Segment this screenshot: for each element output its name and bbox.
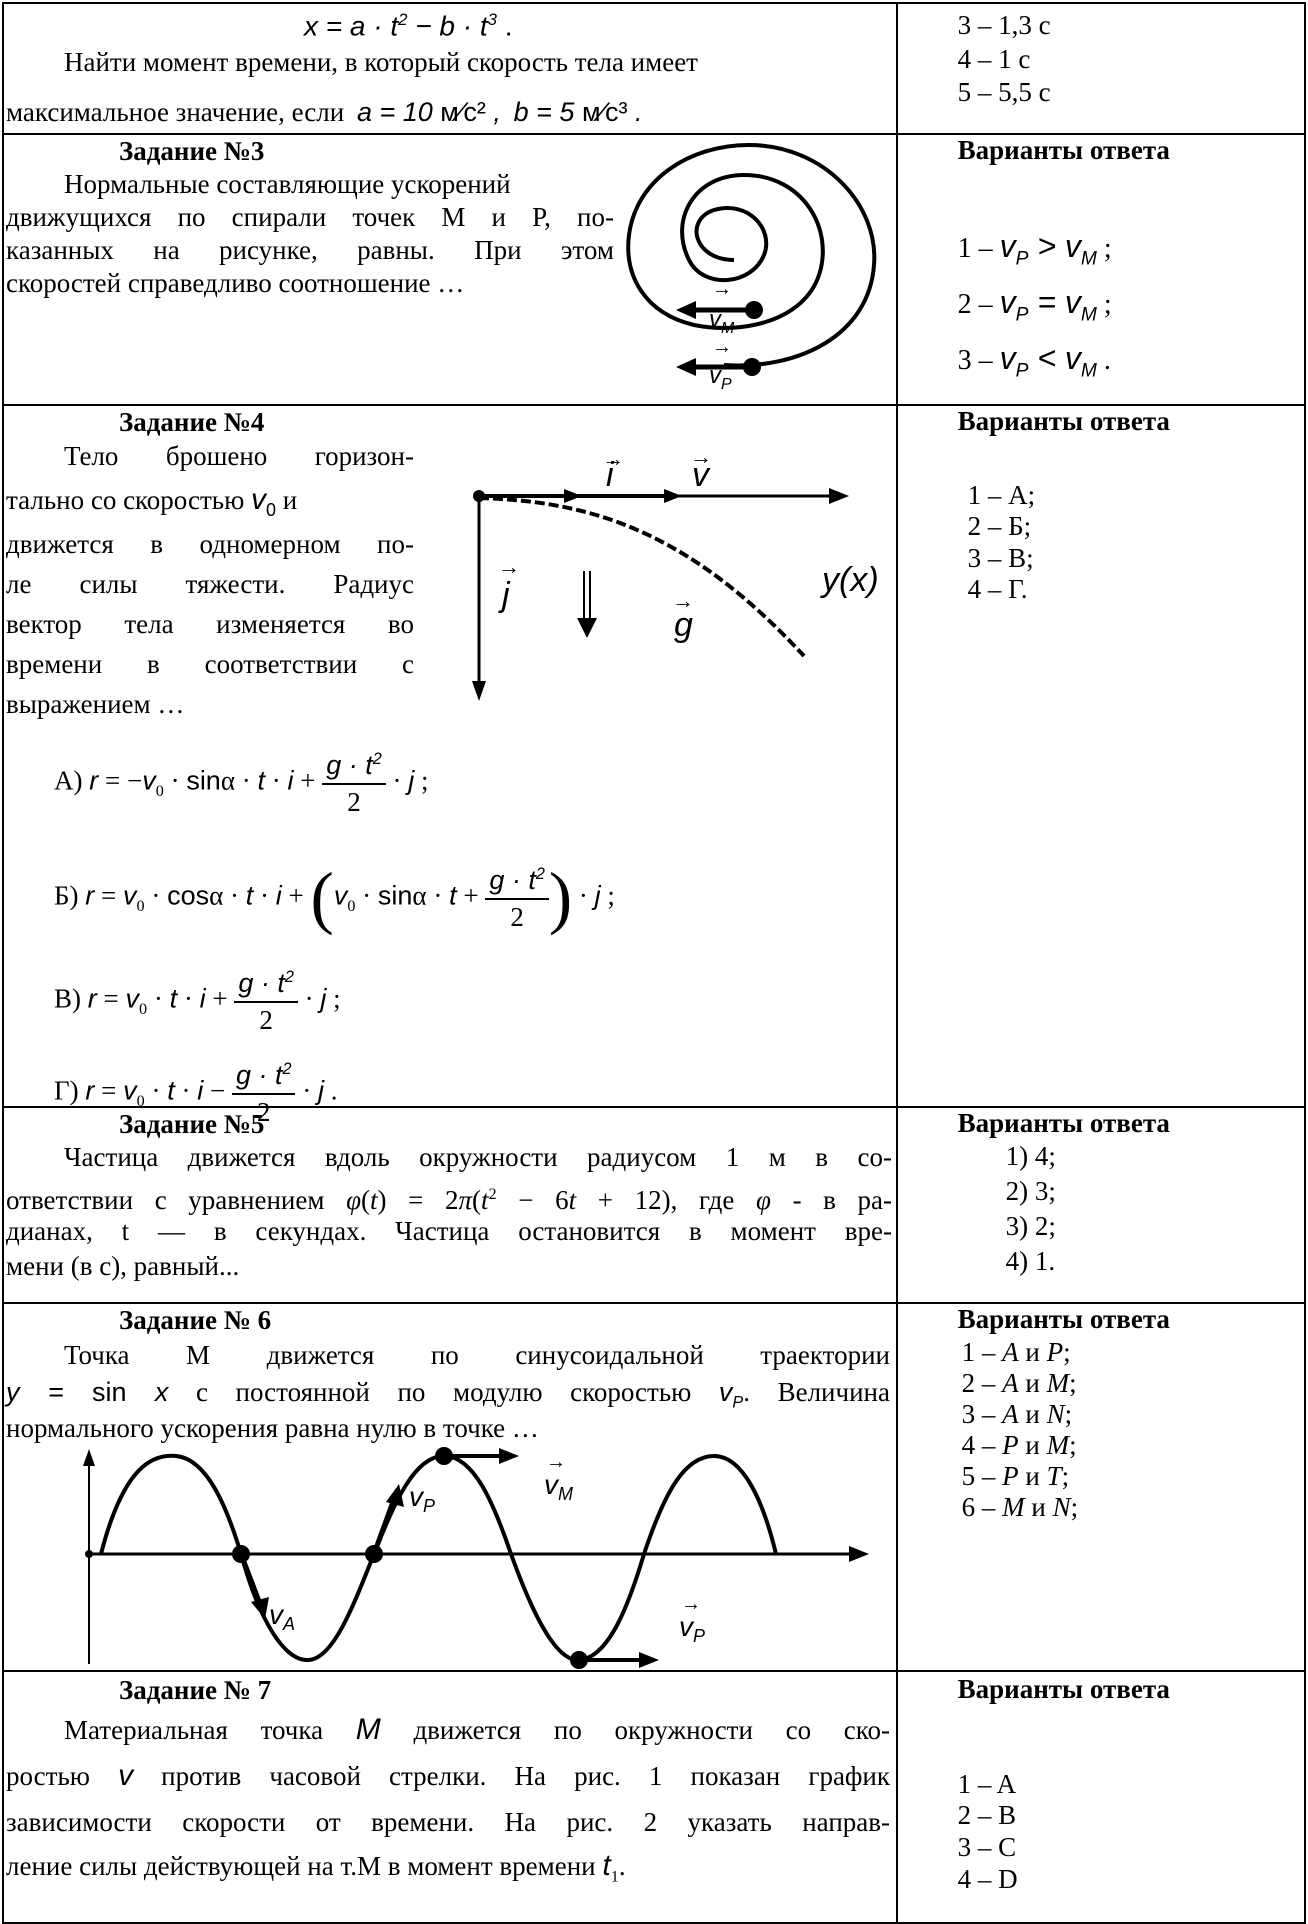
va-label: vA (269, 1599, 295, 1634)
task-text-line: Тело брошено горизон- (64, 441, 414, 471)
answer-option[interactable]: 2 – B (957, 1800, 1017, 1830)
j-label: j (498, 576, 511, 614)
task-text-line: ле силы тяжести. Радиус (6, 569, 414, 599)
answer-option[interactable]: 3 – A и N; (961, 1399, 1073, 1429)
g-label: g (674, 606, 693, 644)
task-title: Задание №4 (119, 407, 265, 437)
task-text-line: y = sin x с постоянной по модулю скорост… (6, 1377, 890, 1412)
answer-option[interactable]: 3 – vP < vM . (957, 340, 1111, 382)
answers-title: Варианты ответа (957, 1674, 1170, 1704)
svg-text:→: → (498, 554, 520, 579)
vp-label-top: vP (409, 1481, 435, 1516)
task-row-4: Задание №4 Тело брошено горизон- тально … (2, 404, 1307, 1126)
task-text-line: зависимости скорости от времени. На рис.… (6, 1807, 890, 1837)
task-text-line: движущихся по спирали точек M и P, по- (6, 202, 614, 232)
answer-option[interactable]: 2 – vP = vM ; (957, 284, 1112, 326)
task-row-7: Задание № 7 Материальная точка M движетс… (2, 1670, 1307, 1924)
task-text-line: Точка М движется по синусоидальной траек… (64, 1340, 890, 1370)
projectile-figure: i → v → j → g → y(x) (472, 456, 879, 701)
answer-option[interactable]: 5 – 5,5 с (957, 77, 1051, 107)
sine-figure: vP vM → vA vP → (83, 1447, 869, 1669)
answer-option[interactable]: 1) 4; (1005, 1141, 1056, 1171)
answer-option[interactable]: 3 – В; (967, 543, 1034, 573)
task-text-line: ростью v против часовой стрелки. На рис.… (6, 1759, 890, 1792)
answer-option[interactable]: 2 – Б; (967, 511, 1032, 541)
task-text-line: времени в соответствии с (6, 649, 414, 679)
answer-option[interactable]: 1 – А; (967, 480, 1036, 510)
task-text-line: вектор тела изменяется во (6, 609, 414, 639)
task-text-line: Материальная точка M движется по окружно… (64, 1713, 890, 1746)
answer-option[interactable]: 4) 1. (1005, 1246, 1056, 1276)
task-text-line: тально со скоростью v0 и (6, 483, 298, 521)
answer-option[interactable]: 4 – 1 с (957, 44, 1031, 74)
point-m (745, 301, 763, 319)
task-title: Задание №5 (119, 1109, 265, 1139)
task-text-line: Найти момент времени, в который скорость… (64, 47, 698, 77)
point-p (743, 358, 761, 376)
answer-option[interactable]: 3 – 1,3 с (957, 10, 1051, 40)
answer-option[interactable]: 3 – C (957, 1832, 1017, 1862)
answer-option[interactable]: 5 – P и T; (961, 1461, 1070, 1491)
spiral-figure: vM → vP → (626, 142, 877, 393)
answers-title: Варианты ответа (957, 135, 1170, 165)
answers-title: Варианты ответа (957, 1108, 1170, 1138)
task-text-line: Нормальные составляющие ускорений (64, 169, 511, 199)
task-text-line: скоростей справедливо соотношение … (6, 268, 465, 298)
svg-text:→: → (546, 1451, 566, 1473)
svg-text:→: → (712, 336, 732, 358)
spiral-curve (626, 142, 877, 368)
svg-text:→: → (602, 456, 624, 471)
answer-option[interactable]: 2) 3; (1005, 1176, 1056, 1206)
answers-title: Варианты ответа (957, 406, 1170, 436)
formula-x: x = a · t2 − b · t3 . (304, 10, 513, 42)
task-text-line: ответствии с уравнением φ(t) = 2π(t2 − 6… (6, 1185, 893, 1215)
answer-option[interactable]: 4 – P и M; (961, 1430, 1077, 1460)
svg-text:→: → (681, 1593, 701, 1615)
task-text-line: нормального ускорения равна нулю в точке… (6, 1413, 539, 1443)
task-text-line: выражением … (6, 689, 185, 719)
answer-option[interactable]: 1 – vP > vM ; (957, 228, 1112, 270)
answer-option[interactable]: 4 – Г. (967, 574, 1028, 604)
answer-option[interactable]: 2 – A и M; (961, 1368, 1077, 1398)
task-text-line: ление силы действующей на т.М в момент в… (6, 1849, 626, 1886)
i-label: i (606, 456, 615, 494)
answer-option[interactable]: 4 – D (957, 1864, 1018, 1894)
answers-title: Варианты ответа (957, 1304, 1170, 1334)
option-b: Б) r = v0 · cosα · t · i + (v0 · sinα · … (54, 859, 615, 937)
task-row-5: Задание №5 Частица движется вдоль окружн… (2, 1106, 1307, 1304)
task-row-3: Задание №3 Нормальные составляющие ускор… (2, 133, 1307, 406)
task-title: Задание № 7 (119, 1675, 272, 1705)
task-text-line: максимальное значение, если a = 10 м⁄с² … (6, 97, 643, 127)
answer-option[interactable]: 1 – A и P; (961, 1337, 1071, 1367)
vm-label: vM (544, 1469, 573, 1504)
trajectory-curve (478, 496, 806, 658)
answer-option[interactable]: 3) 2; (1005, 1211, 1056, 1241)
svg-text:→: → (690, 456, 712, 469)
answer-option[interactable]: 6 – M и N; (961, 1492, 1079, 1522)
svg-text:→: → (672, 588, 694, 613)
yx-label: y(x) (820, 561, 879, 599)
v-label: v (692, 456, 711, 494)
task-text-line: движется в одномерном по- (6, 529, 414, 559)
svg-text:→: → (712, 278, 732, 300)
sine-curve (99, 1453, 778, 1663)
answer-option[interactable]: 1 – A (957, 1769, 1017, 1799)
task-text-line: Частица движется вдоль окружности радиус… (64, 1142, 892, 1172)
task-text-line: мени (в с), равный... (6, 1251, 240, 1281)
task-title: Задание №3 (119, 136, 265, 166)
task-row-2-continued: x = a · t2 − b · t3 . Найти момент време… (2, 2, 1307, 135)
task-title: Задание № 6 (119, 1305, 272, 1335)
task-row-6: Задание № 6 Точка М движется по синусоид… (2, 1302, 1307, 1672)
vp-label-bottom: vP (679, 1611, 705, 1646)
task-text-line: дианах, t — в секундах. Частица останови… (6, 1216, 892, 1246)
task-text-line: казанных на рисунке, равны. При этом (6, 235, 614, 265)
